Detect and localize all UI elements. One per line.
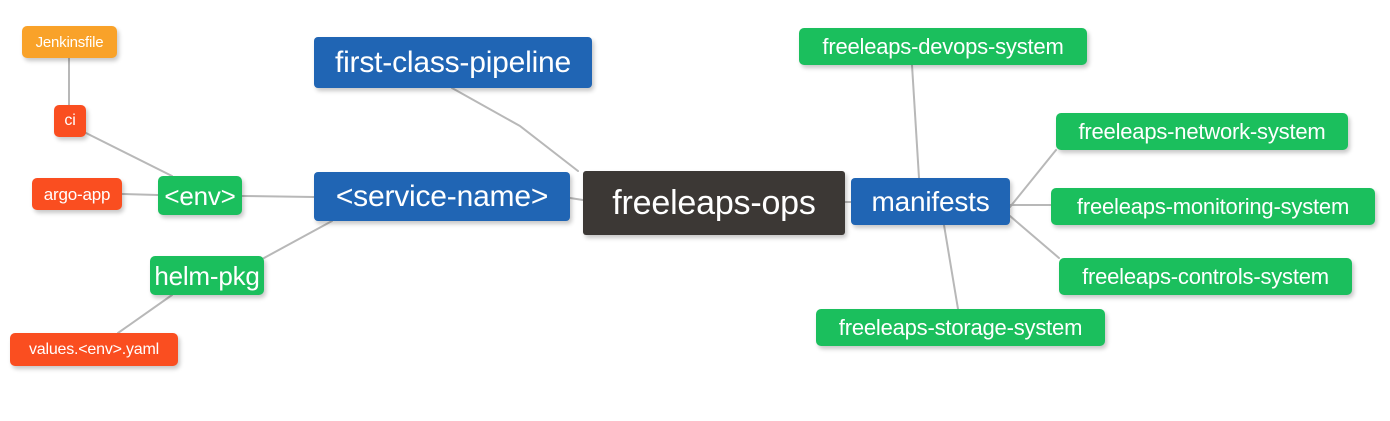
node-controls[interactable]: freeleaps-controls-system xyxy=(1059,258,1352,295)
node-helmpkg[interactable]: helm-pkg xyxy=(150,256,264,295)
node-storage[interactable]: freeleaps-storage-system xyxy=(816,309,1105,346)
node-service[interactable]: <service-name> xyxy=(314,172,570,221)
node-label: <service-name> xyxy=(335,179,549,213)
node-label: freeleaps-network-system xyxy=(1078,118,1326,144)
edge-manifests-storage xyxy=(943,224,959,310)
edge-service-helmpkg xyxy=(263,220,333,259)
edge-env-argoapp xyxy=(121,193,159,196)
edge-service-env xyxy=(241,195,315,198)
edge-manifests-network xyxy=(1009,149,1057,208)
node-pipeline[interactable]: first-class-pipeline xyxy=(314,37,592,88)
node-devops[interactable]: freeleaps-devops-system xyxy=(799,28,1087,65)
node-label: freeleaps-storage-system xyxy=(838,314,1083,340)
node-label: manifests xyxy=(871,185,990,217)
node-label: Jenkinsfile xyxy=(35,33,104,51)
node-label: <env> xyxy=(164,180,236,211)
node-label: freeleaps-devops-system xyxy=(822,33,1064,59)
node-label: ci xyxy=(64,112,76,129)
node-manifests[interactable]: manifests xyxy=(851,178,1010,225)
node-label: freeleaps-monitoring-system xyxy=(1076,193,1350,219)
node-label: argo-app xyxy=(43,184,111,204)
node-label: values.<env>.yaml xyxy=(28,340,159,358)
edge-env-ci xyxy=(85,132,173,177)
node-monitoring[interactable]: freeleaps-monitoring-system xyxy=(1051,188,1375,225)
edge-helmpkg-valuesyaml xyxy=(117,294,173,334)
node-ci[interactable]: ci xyxy=(54,105,86,137)
node-valuesyaml[interactable]: values.<env>.yaml xyxy=(10,333,178,366)
edge-root-service xyxy=(569,197,584,201)
node-label: freeleaps-controls-system xyxy=(1082,263,1329,289)
node-env[interactable]: <env> xyxy=(158,176,242,215)
node-label: freeleaps-ops xyxy=(612,184,816,222)
node-label: helm-pkg xyxy=(154,260,260,291)
edge-manifests-devops xyxy=(911,64,920,179)
node-network[interactable]: freeleaps-network-system xyxy=(1056,113,1348,150)
edge-root-pipeline xyxy=(451,87,579,172)
node-argoapp[interactable]: argo-app xyxy=(32,178,122,210)
node-label: first-class-pipeline xyxy=(334,45,572,79)
node-jenkins[interactable]: Jenkinsfile xyxy=(22,26,117,58)
node-root[interactable]: freeleaps-ops xyxy=(583,171,845,235)
